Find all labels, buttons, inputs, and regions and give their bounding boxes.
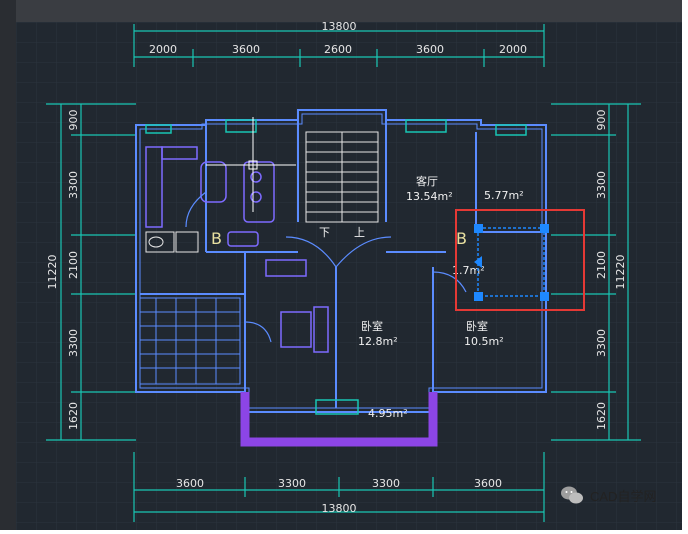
small-room-area: 5.77m²	[484, 189, 524, 202]
wechat-icon	[561, 486, 583, 504]
side-panel	[0, 0, 16, 530]
bedroom-right-area: 10.5m²	[464, 335, 504, 348]
floor-plan-drawing[interactable]: 13800 2000 3600 2600 3600 2000 3600 3300…	[16, 20, 682, 530]
living-room-label: 客厅	[416, 174, 438, 188]
right-dim-3: 2100	[595, 251, 608, 279]
watermark-text: CAD自学网	[590, 488, 657, 504]
bottom-dim-2: 3300	[278, 477, 306, 490]
windows	[145, 119, 527, 415]
section-mark-right: B	[456, 229, 467, 248]
top-dim-5: 2000	[499, 43, 527, 56]
section-mark-left: B	[211, 229, 222, 248]
bottom-dim-3: 3300	[372, 477, 400, 490]
bottom-dim-1: 3600	[176, 477, 204, 490]
bottom-total-dimension: 13800	[322, 502, 357, 515]
living-room-area: 13.54m²	[406, 190, 453, 203]
door-arcs	[185, 191, 467, 343]
drawing-viewport[interactable]: 13800 2000 3600 2600 3600 2000 3600 3300…	[16, 20, 682, 530]
grid-background	[16, 22, 682, 530]
left-dim-1: 900	[67, 110, 80, 131]
balcony-area: 4.95m²	[368, 407, 408, 420]
bathroom-fixtures	[145, 231, 199, 253]
balcony	[240, 392, 438, 447]
top-total-dimension: 13800	[322, 22, 357, 33]
left-dim-3: 2100	[67, 251, 80, 279]
staircase	[305, 131, 379, 223]
selection-box[interactable]	[455, 209, 585, 311]
bottom-dim-4: 3600	[474, 477, 502, 490]
right-dim-2: 3300	[595, 171, 608, 199]
grip-arrow[interactable]	[474, 256, 482, 268]
hatched-room	[139, 297, 241, 385]
bedroom-furniture	[280, 306, 329, 353]
bottom-dimensions	[133, 452, 545, 522]
grip-bottom-right[interactable]	[540, 292, 549, 301]
grip-top-left[interactable]	[474, 224, 483, 233]
left-dimensions	[46, 103, 136, 441]
stair-down-label: 下	[319, 226, 330, 239]
bedroom-left-label: 卧室	[361, 319, 383, 333]
edge-strip	[682, 0, 688, 530]
top-dimensions	[133, 24, 545, 67]
left-total-dimension: 11220	[46, 255, 59, 290]
kitchen-fixtures	[145, 146, 307, 277]
grip-top-right[interactable]	[540, 224, 549, 233]
left-dim-5: 1620	[67, 402, 80, 430]
watermark: CAD自学网	[560, 480, 680, 510]
top-dim-4: 3600	[416, 43, 444, 56]
right-dim-4: 3300	[595, 329, 608, 357]
bedroom-right-label: 卧室	[466, 319, 488, 333]
left-dim-4: 3300	[67, 329, 80, 357]
left-dim-2: 3300	[67, 171, 80, 199]
crosshair-cursor	[206, 117, 296, 212]
right-dimensions	[551, 103, 641, 441]
title-bar	[0, 0, 688, 22]
bath-area: 1.7m²	[452, 264, 485, 277]
top-dim-1: 2000	[149, 43, 177, 56]
right-dim-1: 900	[595, 110, 608, 131]
stair-up-label: 上	[354, 226, 365, 239]
top-dim-3: 2600	[324, 43, 352, 56]
bedroom-left-area: 12.8m²	[358, 335, 398, 348]
grip-bottom-left[interactable]	[474, 292, 483, 301]
right-total-dimension: 11220	[614, 255, 627, 290]
right-dim-5: 1620	[595, 402, 608, 430]
top-dim-2: 3600	[232, 43, 260, 56]
